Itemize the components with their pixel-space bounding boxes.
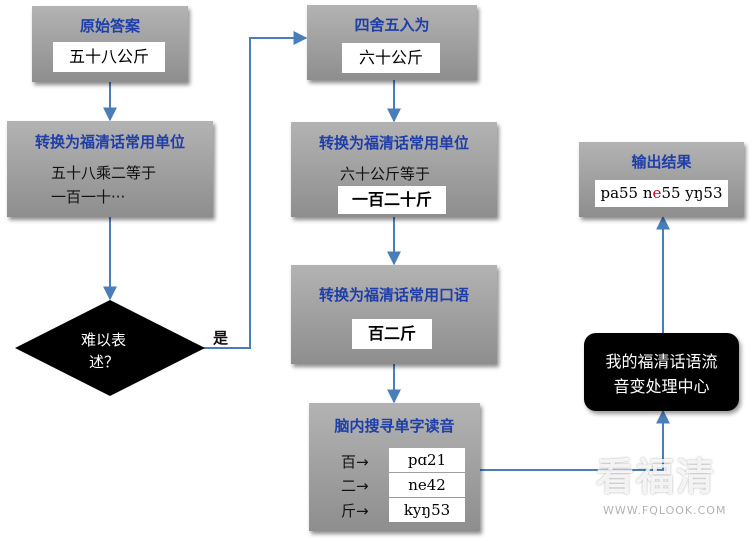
watermark-url: WWW.FQLOOK.COM <box>603 504 727 517</box>
arrow-decision-yes-to-rounding <box>203 31 308 349</box>
decision-text-line-1: 难以表 <box>81 331 127 349</box>
reading-char-3: 斤→ <box>341 502 369 520</box>
node-line-1: 五十八乘二等于 <box>51 164 157 182</box>
convert-units-left-node: 转换为福清话常用单位 五十八乘二等于 一百一十··· <box>7 121 213 217</box>
reading-value-3: kyŋ53 <box>389 498 465 522</box>
node-title: 转换为福清话常用口语 <box>318 286 469 304</box>
output-node: 输出结果 pa55 ne55 yŋ53 <box>579 142 744 217</box>
original-answer-node: 原始答案 五十八公斤 <box>32 6 188 82</box>
convert-colloquial-node: 转换为福清话常用口语 百二斤 <box>291 265 497 364</box>
node-line-2: 音变处理中心 <box>613 377 710 396</box>
node-line-1: 六十公斤等于 <box>340 165 431 183</box>
node-value: 一百二十斤 <box>338 186 446 214</box>
node-title: 原始答案 <box>79 17 140 35</box>
node-line-1: 我的福清话语流 <box>605 352 718 371</box>
node-line-2: 一百一十··· <box>51 188 126 206</box>
arrow-search-to-processing <box>480 409 670 471</box>
convert-units-right-node: 转换为福清话常用单位 六十公斤等于 一百二十斤 <box>291 122 497 217</box>
reading-char-1: 百→ <box>341 453 369 471</box>
node-value: 六十公斤 <box>342 43 440 73</box>
node-value: 五十八公斤 <box>53 42 165 72</box>
watermark-logo: 看福清 <box>596 455 717 499</box>
node-title: 转换为福清话常用单位 <box>34 133 185 151</box>
reading-value-1: pɑ21 <box>389 448 465 472</box>
output-part-2-n: n <box>642 184 653 202</box>
node-title: 脑内搜寻单字读音 <box>334 417 455 435</box>
rounding-node: 四舍五入为 六十公斤 <box>307 5 477 80</box>
processing-center-node: 我的福清话语流 音变处理中心 <box>584 333 739 411</box>
output-value: pa55 ne55 yŋ53 <box>595 180 728 207</box>
decision-yes-label: 是 <box>213 329 229 347</box>
decision-text-line-2: 述？ <box>89 353 120 371</box>
output-part-2-rest: 55 yŋ53 <box>661 184 723 202</box>
reading-value-2: ne42 <box>389 473 465 497</box>
node-title: 四舍五入为 <box>354 16 430 34</box>
decision-diamond <box>15 300 205 396</box>
node-title: 输出结果 <box>631 153 692 171</box>
node-value: 百二斤 <box>352 319 432 349</box>
output-highlight-e: e <box>652 184 662 202</box>
output-part-1: pa55 <box>600 184 643 202</box>
reading-char-2: 二→ <box>341 477 369 495</box>
search-readings-node: 脑内搜寻单字读音 百→ pɑ21 二→ ne42 斤→ kyŋ53 <box>309 403 480 531</box>
node-title: 转换为福清话常用单位 <box>318 134 469 152</box>
